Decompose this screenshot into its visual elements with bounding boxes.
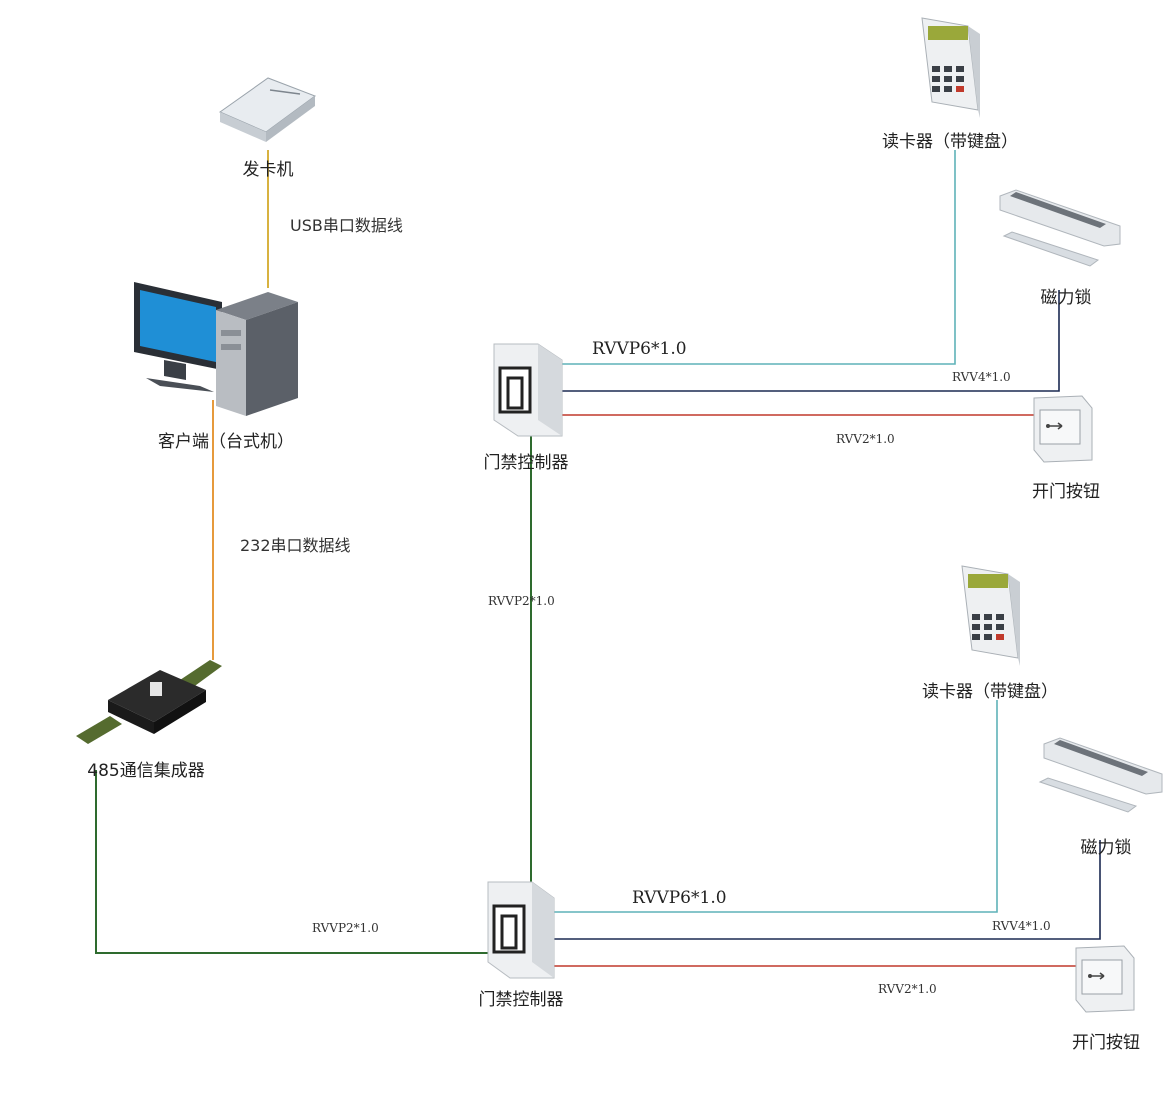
maglock-1-wire (558, 290, 1060, 392)
maglock-2-cable-label: RVV4*1.0 (992, 919, 1051, 933)
hub-485-device (76, 660, 222, 744)
controller-2-device (487, 881, 555, 979)
exit-button-1-dot (1046, 424, 1050, 428)
exit-button-2-key-icon (1090, 972, 1105, 980)
card-issuer-side (220, 112, 266, 142)
exit-button-1-key-icon (1048, 422, 1063, 430)
reader-2-display (968, 574, 1008, 588)
maglock-2-device (1038, 737, 1163, 813)
reader-2-device (961, 565, 1020, 666)
pc-tower-icon (216, 292, 298, 320)
reader-1-wire (558, 150, 956, 365)
maglock-2-icon (1043, 737, 1163, 795)
reader-1-display (928, 26, 968, 40)
maglock-1-label: 磁力锁 (1041, 288, 1092, 308)
monitor-stand (164, 360, 186, 380)
controller-1-device (493, 343, 563, 437)
pc-tower-front (216, 310, 246, 416)
hub-485-label: 485通信集成器 (87, 761, 204, 781)
usb-cable-label: USB串口数据线 (290, 216, 403, 235)
monitor-base (146, 378, 214, 392)
controller-1-label: 门禁控制器 (484, 453, 569, 473)
reader-2-keypad (972, 614, 1004, 640)
maglock-1-cable-label: RVV4*1.0 (952, 370, 1011, 384)
reader-1-cable-label: RVVP6*1.0 (592, 339, 687, 359)
hub-cable-right (180, 660, 222, 688)
card-issuer-front (266, 96, 315, 142)
exit-button-1-device (1033, 395, 1093, 463)
card-issuer-device (218, 77, 317, 142)
controller-2-label: 门禁控制器 (479, 990, 564, 1010)
pc-tower-drive-2 (221, 344, 241, 350)
controller-1-side (538, 344, 562, 436)
exit-button-2-dot (1088, 974, 1092, 978)
reader-2-cable-label: RVVP6*1.0 (632, 888, 727, 908)
controller-link-cable-label: RVVP2*1.0 (488, 594, 555, 608)
exit-button-2-label: 开门按钮 (1072, 1033, 1140, 1053)
controller-2-side (532, 882, 554, 978)
maglock-2-plate (1038, 777, 1138, 813)
controller-1-door-inner (506, 376, 524, 410)
device-labels: 发卡机 客户端（台式机） 485通信集成器 门禁控制器 门禁控制器 读卡器（带键… (87, 132, 1140, 1053)
card-issuer-label: 发卡机 (243, 160, 294, 180)
reader-1-device (921, 17, 980, 118)
hub-box-side (154, 690, 206, 734)
reader-1-side (968, 26, 980, 118)
button-1-cable-label: RVV2*1.0 (836, 432, 895, 446)
exit-button-1-label: 开门按钮 (1032, 482, 1100, 502)
pc-tower-side (246, 302, 298, 416)
client-pc-label: 客户端（台式机） (158, 432, 294, 452)
wires (95, 150, 1101, 967)
bus-485-cable-label: RVVP2*1.0 (312, 921, 379, 935)
maglock-2-wire (553, 840, 1101, 940)
rs232-cable-label: 232串口数据线 (240, 536, 351, 555)
client-pc-device (134, 282, 298, 416)
reader-1-keypad (932, 66, 964, 92)
bus-485-wire (95, 770, 490, 954)
reader-2-side (1008, 574, 1020, 666)
hub-box-front (108, 700, 154, 734)
exit-button-2-device (1075, 945, 1135, 1013)
maglock-2-label: 磁力锁 (1081, 838, 1132, 858)
maglock-1-device (999, 189, 1121, 267)
card-issuer-slot (269, 89, 301, 95)
pc-tower-drive (221, 330, 241, 336)
reader-2-wire (553, 700, 998, 913)
cable-labels: USB串口数据线 232串口数据线 RVVP2*1.0 RVVP2*1.0 RV… (240, 216, 1051, 996)
controller-2-door-inner (500, 914, 518, 950)
hub-label-plate (150, 682, 162, 696)
maglock-1-plate (1002, 231, 1100, 267)
maglock-2-bar (1054, 740, 1148, 776)
button-2-cable-label: RVV2*1.0 (878, 982, 937, 996)
monitor-screen (140, 290, 216, 362)
reader-1-label: 读卡器（带键盘） (882, 132, 1018, 152)
maglock-1-bar (1010, 192, 1106, 228)
hub-cable-left (76, 716, 122, 744)
maglock-1-icon (999, 189, 1121, 247)
reader-2-label: 读卡器（带键盘） (922, 682, 1058, 702)
